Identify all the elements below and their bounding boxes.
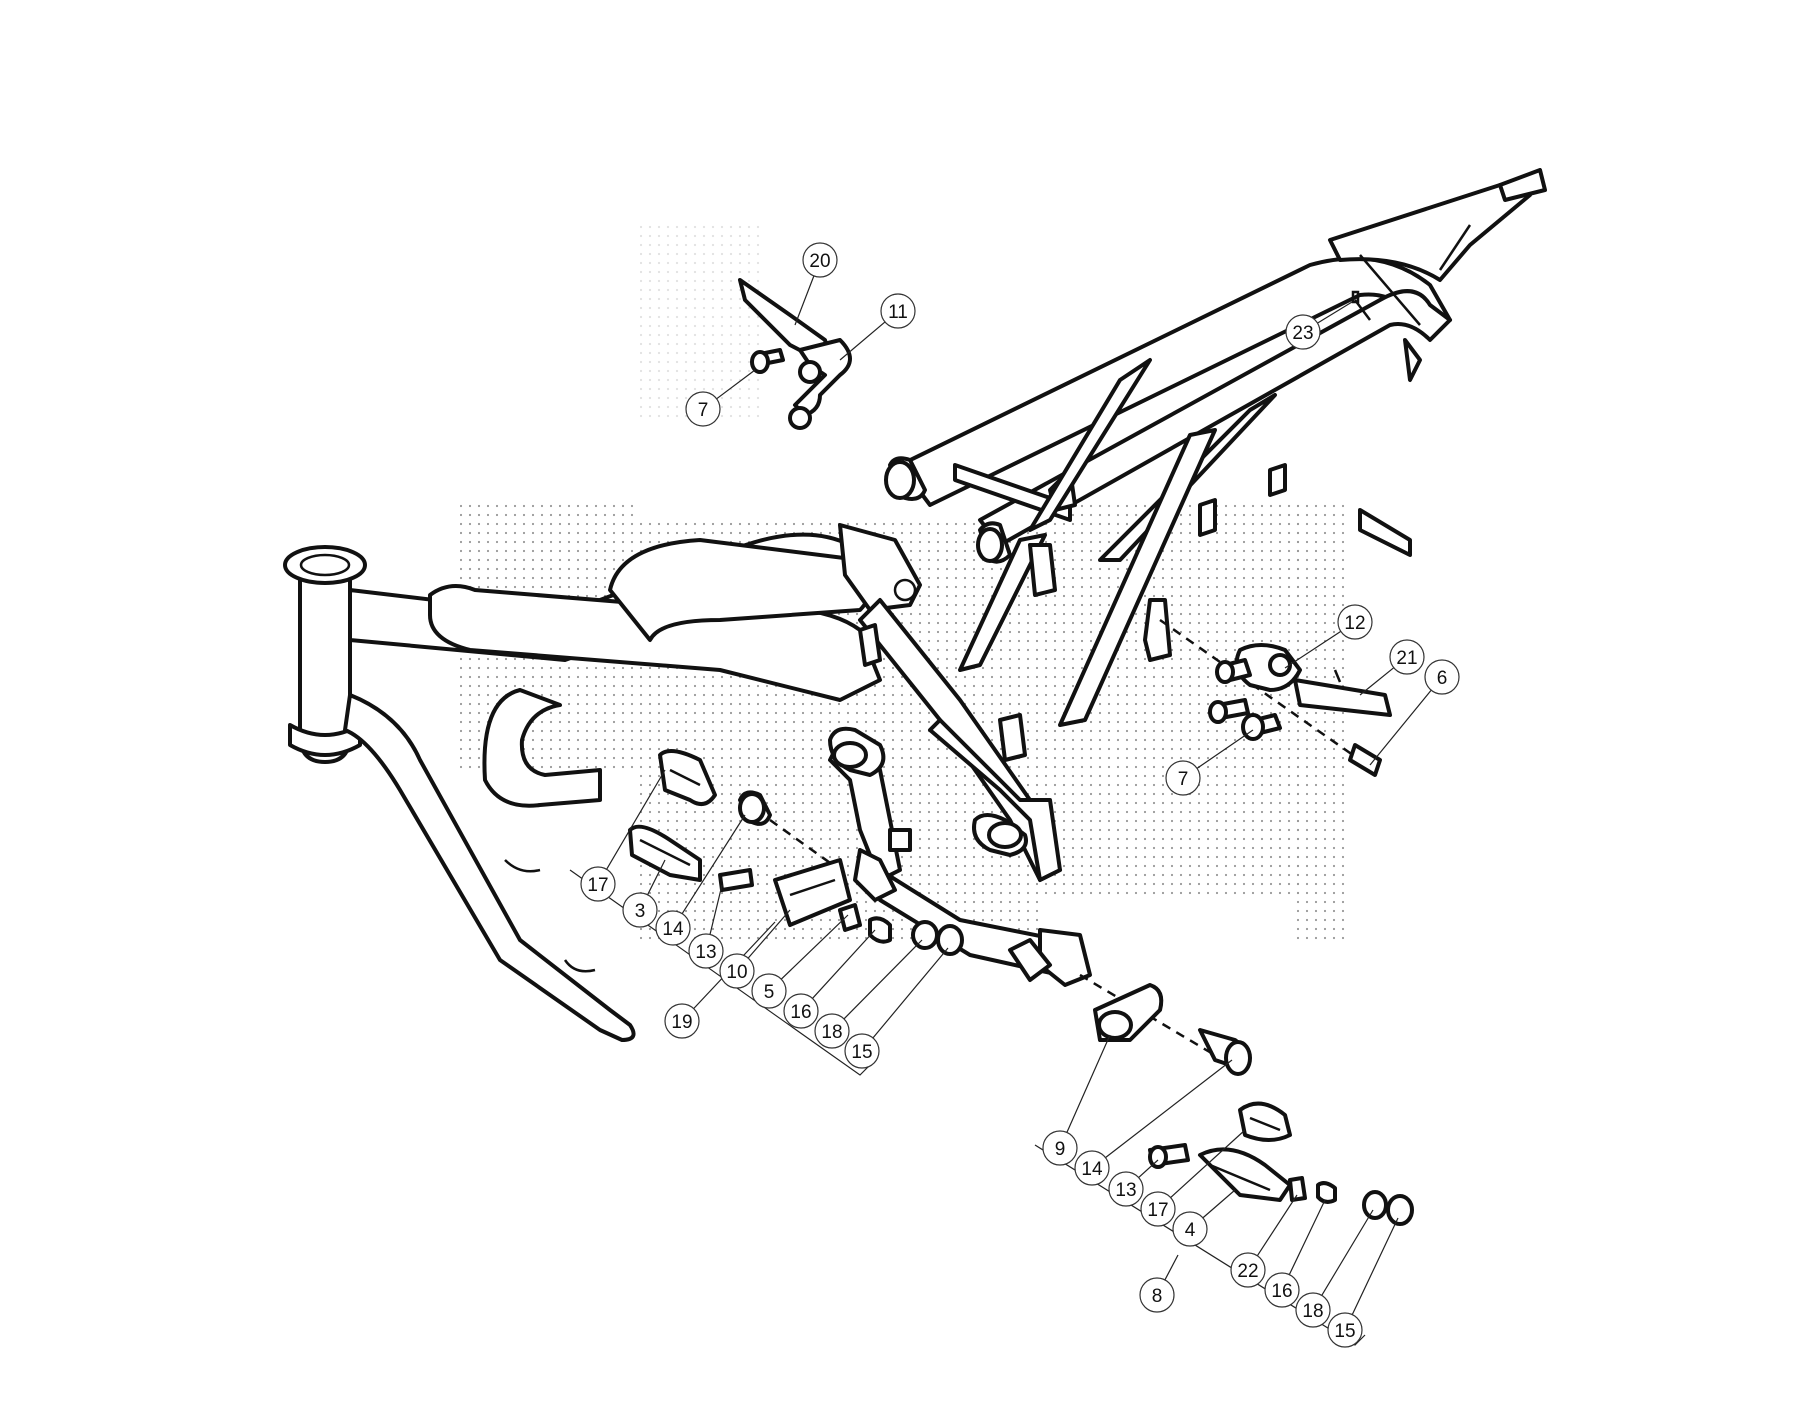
leader-line: [1369, 689, 1432, 766]
leader-line: [780, 914, 849, 980]
svg-text:16: 16: [790, 1002, 811, 1023]
svg-text:16: 16: [1271, 1281, 1292, 1302]
leader-line: [872, 947, 949, 1039]
leader-line: [1321, 1209, 1374, 1296]
callout-13: 13: [1108, 1171, 1144, 1207]
svg-text:14: 14: [1081, 1159, 1103, 1180]
leader-line: [1170, 1129, 1246, 1199]
leader-line: [812, 929, 876, 999]
leader-line: [794, 275, 815, 326]
leader-line: [843, 939, 923, 1020]
svg-text:10: 10: [726, 962, 747, 983]
svg-text:9: 9: [1055, 1139, 1066, 1160]
leader-line: [1105, 1059, 1233, 1159]
svg-text:14: 14: [662, 919, 684, 940]
callout-6: 6: [1424, 659, 1460, 695]
callout-22: 22: [1230, 1252, 1266, 1288]
callout-3: 3: [622, 892, 658, 928]
leader-line: [647, 859, 666, 896]
leader-line: [681, 814, 746, 914]
callout-17: 17: [580, 866, 616, 902]
leader-line: [709, 884, 723, 935]
callout-18: 18: [1295, 1292, 1331, 1328]
svg-text:8: 8: [1152, 1286, 1163, 1307]
rear-footrest-left-group: [738, 278, 852, 430]
rear-footrest-right-group: [1159, 618, 1392, 777]
callout-16: 16: [783, 993, 819, 1029]
leader-line: [606, 769, 666, 870]
leader-line: [1317, 301, 1353, 324]
leader-line: [1288, 1199, 1326, 1275]
front-footpeg-left-group: [628, 749, 964, 956]
svg-text:15: 15: [1334, 1321, 1355, 1342]
svg-text:5: 5: [764, 982, 775, 1003]
rear-subframe: [884, 168, 1547, 727]
callout-14: 14: [1074, 1150, 1110, 1186]
callout-21: 21: [1389, 639, 1425, 675]
leader-line: [1202, 1189, 1236, 1219]
callout-17: 17: [1140, 1191, 1176, 1227]
svg-text:23: 23: [1292, 323, 1313, 344]
leader-line: [1164, 1254, 1179, 1281]
svg-text:6: 6: [1437, 668, 1448, 689]
svg-text:20: 20: [809, 251, 830, 272]
main-frame: [283, 523, 1092, 1042]
callout-19: 19: [664, 1003, 700, 1039]
callout-10: 10: [719, 953, 755, 989]
svg-text:13: 13: [695, 942, 716, 963]
svg-text:21: 21: [1396, 648, 1417, 669]
callout-23: 23: [1285, 314, 1321, 350]
svg-text:3: 3: [635, 901, 646, 922]
leader-line: [1359, 667, 1395, 696]
svg-text:18: 18: [1302, 1301, 1323, 1322]
callout-4: 4: [1172, 1211, 1208, 1247]
leader-line: [716, 369, 756, 400]
svg-text:11: 11: [888, 302, 908, 323]
callouts: 20 11 7 23 12 21 6 7 17 3 14 13 10 5 19 …: [580, 242, 1460, 1348]
callout-15: 15: [844, 1033, 880, 1069]
svg-text:17: 17: [587, 875, 608, 896]
svg-text:12: 12: [1344, 613, 1365, 634]
callout-11: 11: [880, 293, 916, 329]
svg-text:22: 22: [1237, 1261, 1258, 1282]
leader-line: [747, 909, 791, 959]
svg-text:7: 7: [1178, 769, 1189, 790]
leader-line: [1256, 1194, 1298, 1257]
svg-text:15: 15: [851, 1042, 872, 1063]
leader-line: [1351, 1217, 1399, 1315]
callout-18: 18: [814, 1013, 850, 1049]
svg-text:17: 17: [1147, 1200, 1168, 1221]
leader-line: [1138, 1159, 1159, 1179]
callout-7: 7: [685, 391, 721, 427]
callout-20: 20: [802, 242, 838, 278]
svg-text:7: 7: [698, 400, 709, 421]
callout-14: 14: [655, 910, 691, 946]
grommet-part: [1351, 290, 1360, 304]
callout-5: 5: [751, 973, 787, 1009]
callout-9: 9: [1042, 1130, 1078, 1166]
svg-text:18: 18: [821, 1022, 842, 1043]
leader-line: [839, 321, 886, 361]
callout-7: 7: [1165, 760, 1201, 796]
callout-15: 15: [1327, 1312, 1363, 1348]
leader-line: [1066, 1034, 1111, 1133]
callout-8: 8: [1139, 1277, 1175, 1313]
callout-13: 13: [688, 933, 724, 969]
front-footpeg-right-group: [1079, 973, 1414, 1226]
callout-12: 12: [1337, 604, 1373, 640]
svg-text:4: 4: [1185, 1220, 1196, 1241]
svg-text:19: 19: [671, 1012, 692, 1033]
callout-16: 16: [1264, 1272, 1300, 1308]
svg-text:13: 13: [1115, 1180, 1136, 1201]
leader-line: [1196, 729, 1254, 769]
leader-line: [1284, 630, 1342, 669]
